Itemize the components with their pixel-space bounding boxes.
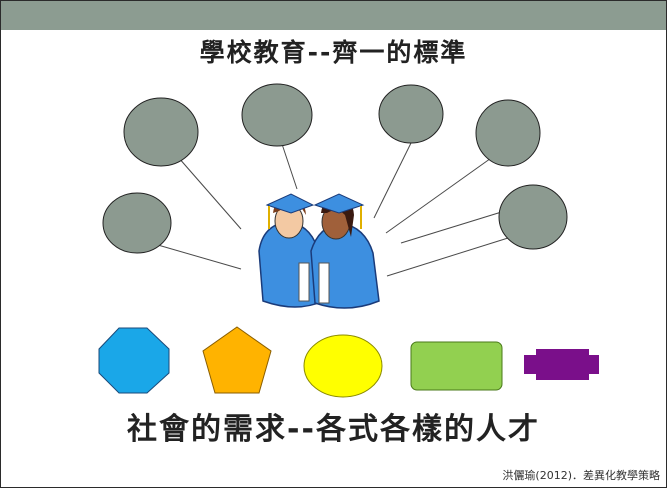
plus-shape [524,349,599,380]
thought-bubble [378,84,444,144]
connector-line [150,242,242,270]
ellipse-shape [303,334,383,398]
slide-caption: 洪儷瑜(2012)．差異化教學策略 [502,469,660,482]
diploma-right [318,262,330,304]
octagon-shape [98,327,170,394]
slide-subtitle: 社會的需求--各式各樣的人才 [127,412,540,447]
graduates-illustration [258,193,380,309]
connector-line [280,140,298,190]
thought-bubble [498,184,568,250]
rounded-rectangle-shape [410,341,503,391]
thought-bubble [123,97,199,167]
graduate-cap-left [265,193,315,214]
connector-line [386,237,509,277]
slide-top-bar [1,1,666,30]
thought-bubble [241,83,313,147]
connector-line [385,150,502,234]
thought-bubble [102,192,172,254]
thought-bubble [475,99,541,167]
graduate-cap-right [313,193,365,214]
diploma-left [298,262,310,302]
connector-line [373,142,412,219]
slide-title: 學校教育--齊一的標準 [199,38,468,67]
pentagon-shape [202,326,272,394]
connector-line [170,148,242,230]
